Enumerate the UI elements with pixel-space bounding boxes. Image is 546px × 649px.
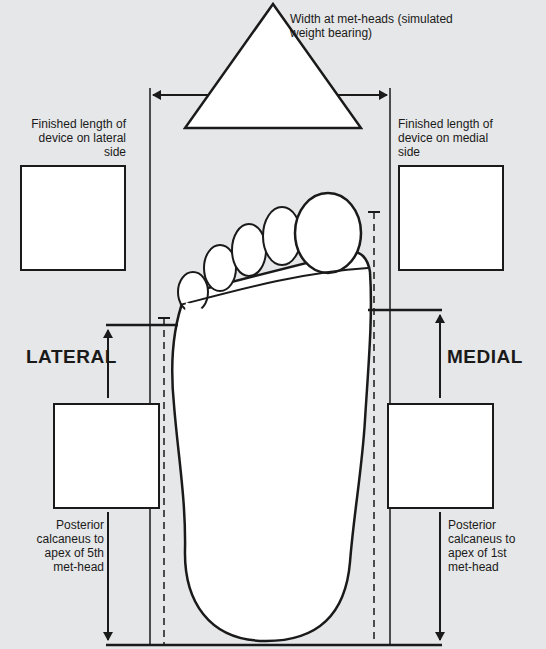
entry-square — [53, 403, 160, 509]
measurement-label: Finished length of device on medial side — [398, 117, 504, 159]
side-label: LATERAL — [26, 346, 117, 368]
measurement-label: Posterior calcaneus to apex of 5th met-h… — [28, 518, 104, 574]
entry-square — [20, 165, 126, 271]
entry-square — [398, 165, 504, 271]
measurement-label: Width at met-heads (simulated weight bea… — [290, 12, 455, 40]
entry-square — [387, 403, 494, 509]
measurement-label: Posterior calcaneus to apex of 1st met-h… — [448, 518, 528, 574]
measurement-label: Finished length of device on lateral sid… — [20, 117, 126, 159]
side-label: MEDIAL — [447, 346, 523, 368]
